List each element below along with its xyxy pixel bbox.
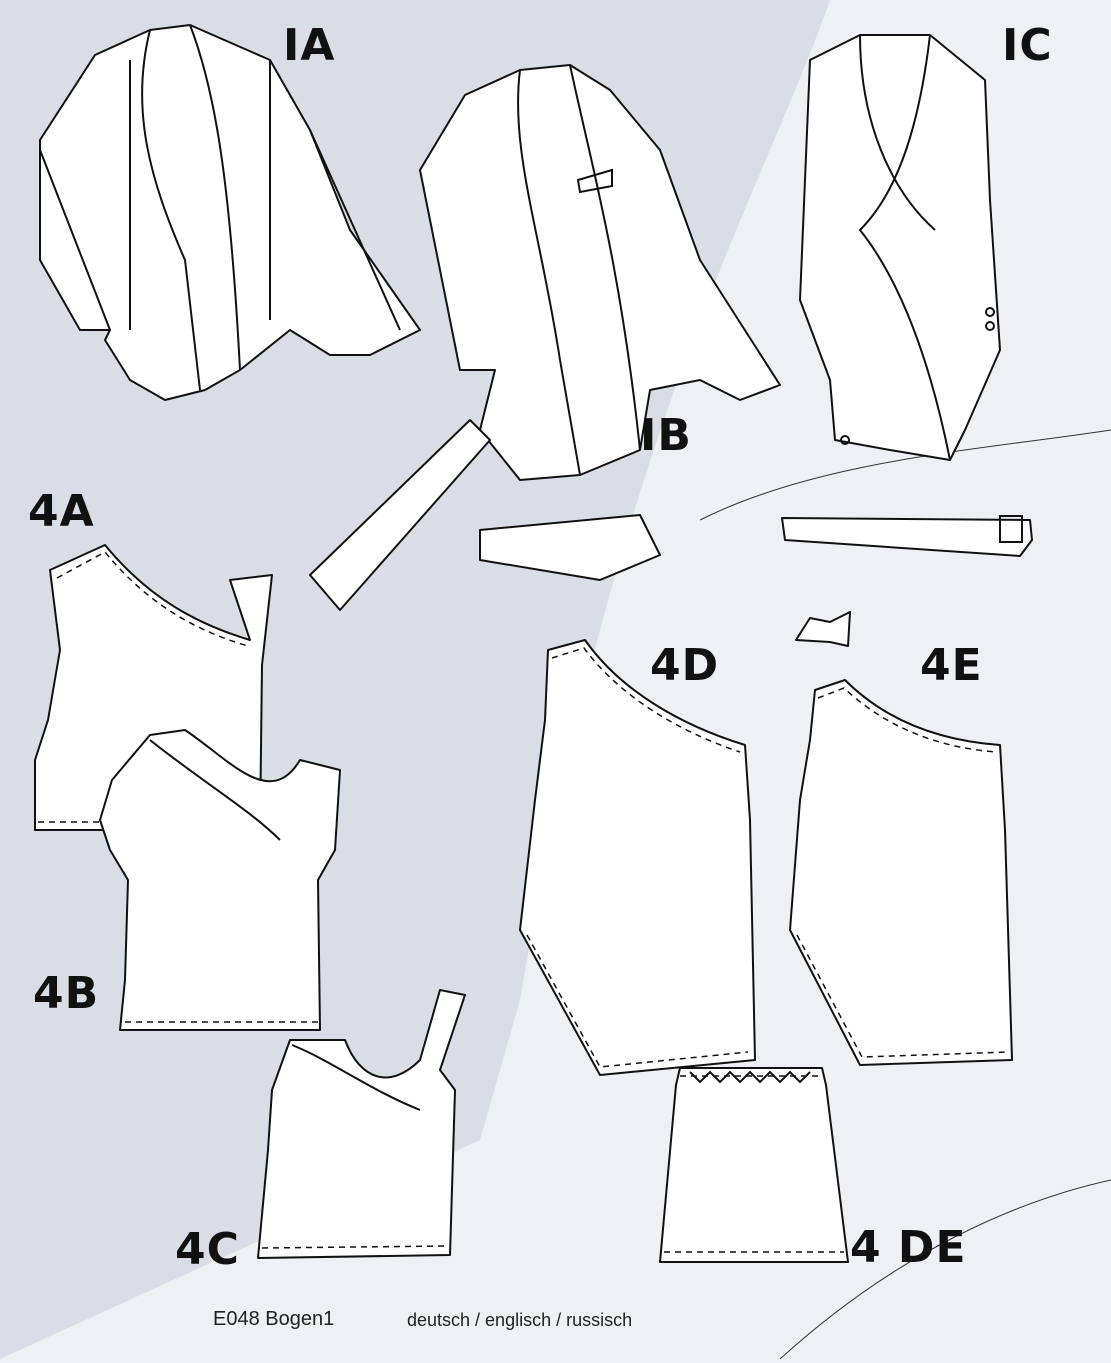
sheet-languages: deutsch / englisch / russisch [407, 1310, 633, 1330]
drawing-1c-vest [781, 34, 1033, 557]
background-curve [699, 429, 1111, 521]
background-curve-2 [779, 1179, 1111, 1360]
label-1a: IA [283, 20, 336, 71]
label-4de: 4 DE [850, 1222, 967, 1273]
label-1c: IC [1002, 20, 1053, 71]
drawing-1b-jacket [309, 64, 781, 611]
drawing-1a-jacket [39, 24, 421, 401]
drawing-4de-skirt [659, 1067, 849, 1263]
drawing-4b-top [99, 729, 341, 1031]
label-4b: 4B [33, 968, 100, 1019]
drawing-4d-top [519, 639, 756, 1076]
label-4a: 4A [28, 486, 95, 537]
label-4e: 4E [920, 640, 983, 691]
drawing-4c-top [257, 989, 466, 1259]
sheet-code: E048 Bogen1 [213, 1308, 335, 1330]
label-1b: IB [640, 410, 692, 461]
label-4d: 4D [650, 640, 720, 691]
drawing-4e-top [789, 611, 1013, 1066]
label-4c: 4C [175, 1224, 240, 1275]
